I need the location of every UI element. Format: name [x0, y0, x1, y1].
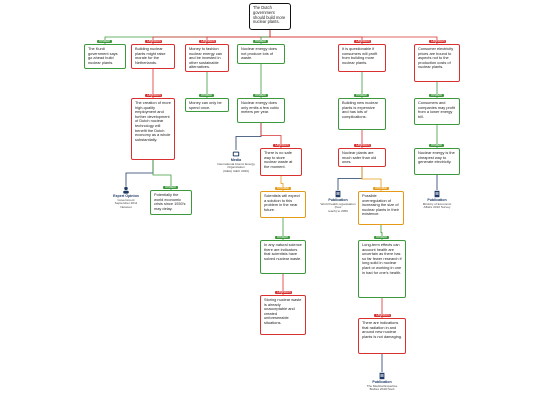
connector-line	[235, 123, 262, 150]
objection-node[interactable]: Consumer electricity prices are bound to…	[414, 44, 460, 82]
objection-tag: Objection	[145, 93, 163, 98]
rebuttal-node[interactable]: Scientists will expect a solution to thi…	[260, 191, 306, 218]
source-line: September 2011	[114, 201, 138, 206]
connector-line	[260, 123, 282, 148]
reason-node[interactable]: Nuclear energy does only emits a few cub…	[237, 98, 285, 123]
objection-node[interactable]: Storing nuclear waste is already unaccep…	[260, 295, 306, 335]
node-text: Building new nuclear plants is expensive…	[342, 100, 378, 119]
support-tag: Reason	[253, 39, 268, 44]
support-tag: Reason	[97, 39, 112, 44]
node-text: Consumer electricity prices are bound to…	[418, 46, 454, 70]
node-text: Scientists will expect a solution to thi…	[264, 193, 300, 212]
source-publication[interactable]: Publication Ministry of Economic Affairs…	[414, 190, 460, 210]
node-text: It is questionable if consumers will pro…	[342, 46, 378, 65]
objection-tag: Objection	[145, 39, 163, 44]
document-icon	[335, 190, 341, 198]
source-title: Publication	[427, 198, 447, 202]
source-title: Expert Opinion	[113, 194, 139, 198]
objection-tag: Objection	[354, 143, 372, 148]
node-text: Money can only be spend once.	[189, 100, 222, 110]
source-line: reach) to 2050	[328, 208, 348, 213]
reason-node[interactable]: Consumers and companies may profit from …	[414, 98, 460, 125]
source-line: (IAEA) IAEC 2020)	[223, 168, 249, 173]
source-media[interactable]: Media International Atomic Energy Organi…	[216, 150, 256, 173]
node-text: Potentially the world economic crisis si…	[154, 192, 186, 211]
reason-node[interactable]: The Kurdi government says go ahead build…	[84, 44, 126, 69]
reason-node[interactable]: Nuclear energy is the cheapest way to ge…	[414, 148, 460, 175]
source-title: Publication	[372, 380, 392, 384]
support-tag: Reason	[429, 143, 444, 148]
objection-tag: Objection	[275, 290, 293, 295]
node-text: The Kurdi government says go ahead build…	[88, 46, 118, 65]
support-tag: Reason	[429, 93, 444, 98]
source-line: The Medical Expertise	[366, 383, 398, 388]
document-icon	[434, 190, 440, 198]
support-tag: Reason	[275, 235, 290, 240]
rebuttal-tag: Rebuttal	[373, 186, 389, 191]
support-tag: Reason	[199, 93, 214, 98]
node-text: There are indications that radiation in …	[362, 320, 403, 339]
connector-line	[125, 160, 154, 186]
objection-node[interactable]: The creation of more high-quality employ…	[131, 98, 175, 160]
source-line: Affairs 2010 Survey	[423, 205, 451, 210]
node-text: Nuclear energy is the cheapest way to ge…	[418, 150, 455, 165]
source-line: Organization	[227, 165, 245, 170]
node-text: Possible overregulation of increasing th…	[362, 193, 399, 217]
node-text: Nuclear plants are much safer than old o…	[342, 150, 377, 165]
connector-line	[152, 160, 172, 190]
node-text: Nuclear energy does not produce lots of …	[241, 46, 277, 61]
reason-node[interactable]: Nuclear energy does not produce lots of …	[237, 44, 285, 64]
source-publication[interactable]: Publication The Medical Expertise Bodies…	[358, 372, 406, 392]
objection-tag: Objection	[374, 313, 392, 318]
objection-tag: Objection	[429, 39, 447, 44]
objection-node[interactable]: It is questionable if consumers will pro…	[338, 44, 386, 72]
support-tag: Reason	[374, 235, 389, 240]
support-tag: Reason	[253, 93, 268, 98]
objection-node[interactable]: Nuclear plants are much safer than old o…	[338, 148, 386, 167]
objection-node[interactable]: There are indications that radiation in …	[358, 318, 406, 354]
support-tag: Reason	[354, 93, 369, 98]
node-text: Nuclear energy does only emits a few cub…	[241, 100, 280, 115]
reason-node[interactable]: Long-term effects can account health are…	[358, 240, 406, 298]
source-line: World health organisation (how	[320, 201, 356, 210]
source-title: Publication	[328, 198, 348, 202]
media-icon	[232, 151, 240, 157]
objection-node[interactable]: There is no safe way to store nuclear wa…	[260, 148, 302, 176]
node-text: Long-term effects can account health are…	[362, 242, 402, 275]
objection-tag: Objection	[199, 39, 217, 44]
rebuttal-node[interactable]: Possible overregulation of increasing th…	[358, 191, 404, 225]
reason-node[interactable]: Building new nuclear plants is expensive…	[338, 98, 386, 130]
node-text: Consumers and companies may profit from …	[418, 100, 455, 119]
main-claim-node[interactable]: The Dutch government should build more n…	[249, 3, 291, 30]
objection-node[interactable]: Building nuclear plants might raise mora…	[131, 44, 175, 69]
node-text: There is no safe way to store nuclear wa…	[264, 150, 293, 169]
node-text: The creation of more high-quality employ…	[135, 100, 171, 142]
source-line: Government	[117, 197, 135, 202]
source-publication[interactable]: Publication World health organisation (h…	[318, 190, 358, 213]
objection-tag: Objection	[273, 143, 291, 148]
person-icon	[123, 186, 129, 194]
node-text: The Dutch government should build more n…	[253, 5, 286, 25]
reason-node[interactable]: Potentially the world economic crisis si…	[150, 190, 192, 215]
source-line: International Atomic Energy	[217, 161, 255, 166]
source-line: Netweet	[120, 204, 132, 209]
reason-node[interactable]: Money can only be spend once.	[185, 98, 229, 112]
source-line: Ministry of Economic	[422, 201, 452, 206]
source-expert-opinion[interactable]: Expert Opinion Government September 2011…	[106, 186, 146, 209]
rebuttal-tag: Rebuttal	[275, 186, 291, 191]
connector-line	[337, 167, 363, 190]
document-icon	[379, 372, 385, 380]
objection-tag: Objection	[354, 39, 372, 44]
node-text: Building nuclear plants might raise mora…	[135, 46, 166, 65]
objection-node[interactable]: Money to fashion nuclear energy can and …	[185, 44, 229, 72]
node-text: Money to fashion nuclear energy can and …	[189, 46, 223, 70]
node-text: In any natural science there are indicat…	[264, 242, 302, 261]
support-tag: Reason	[163, 185, 178, 190]
node-text: Storing nuclear waste is already unaccep…	[264, 297, 302, 325]
reason-node[interactable]: In any natural science there are indicat…	[260, 240, 306, 274]
source-line: Bodies 2018 Nord	[369, 387, 395, 392]
connector-line	[361, 167, 382, 191]
source-title: Media	[230, 158, 242, 162]
